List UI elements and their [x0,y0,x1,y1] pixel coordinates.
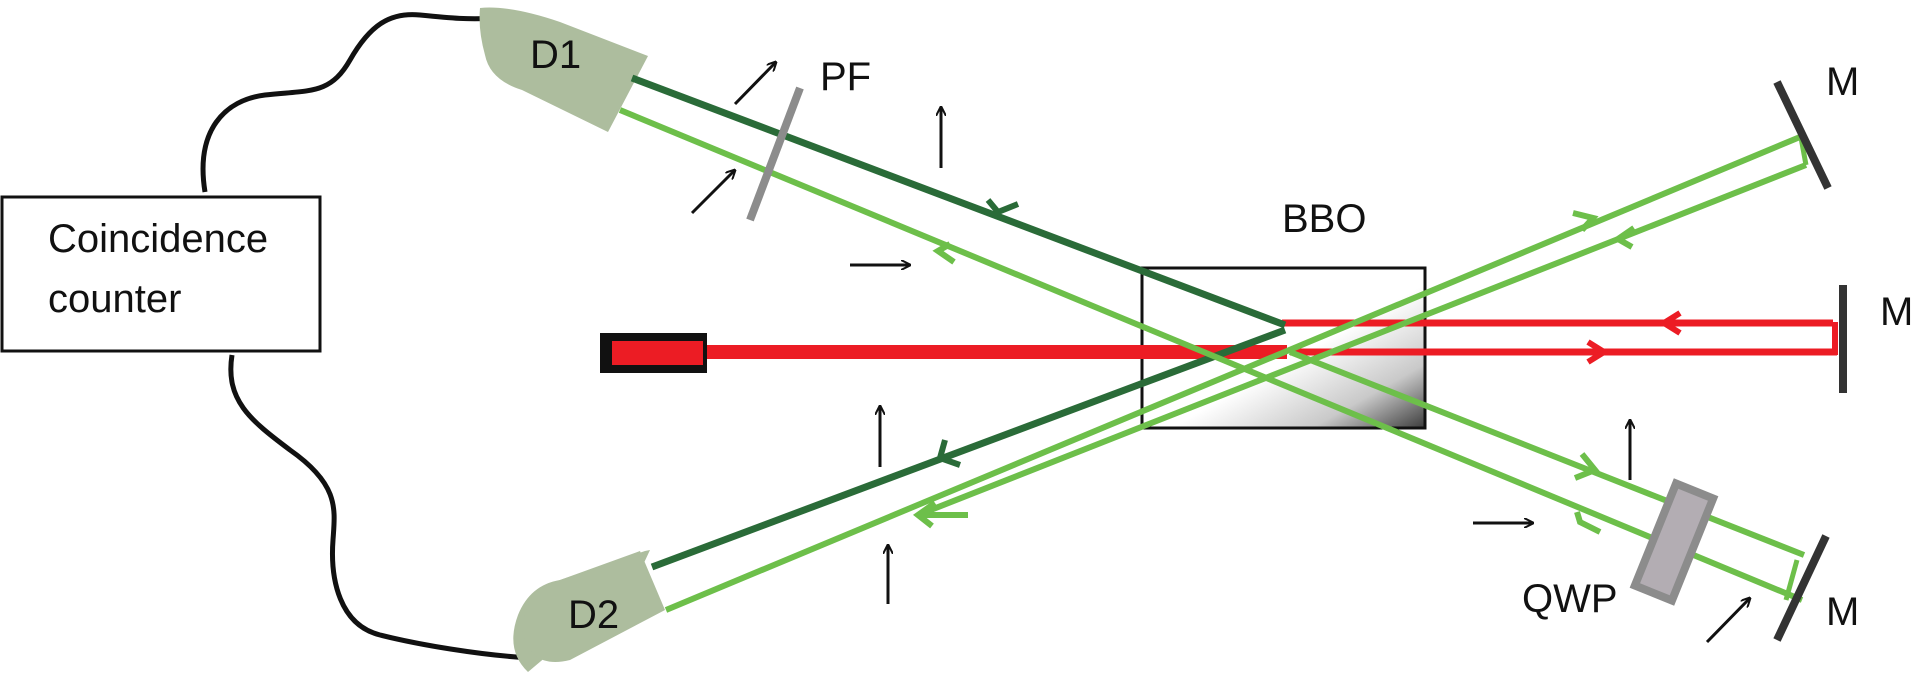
mirror-bottom-label: M [1826,590,1859,634]
coincidence-counter: Coincidence counter [0,195,322,353]
detector-d1: D1 [479,7,648,132]
mirror-middle-label: M [1880,290,1913,334]
pump-laser [600,333,707,373]
polarizing-filter: PF [746,55,871,222]
signal-beams-light [618,107,1809,613]
mirror-bottom: M [1773,534,1859,642]
arrow-icon [1705,598,1750,644]
mirror-middle: M [1839,285,1913,393]
cable-to-d1 [200,12,496,193]
arrow-icon [690,170,735,215]
counter-label-line2: counter [48,277,181,321]
detector-d2: D2 [513,550,665,672]
pump-beam [707,310,1838,365]
qwp-label: QWP [1522,577,1618,621]
counter-label-line1: Coincidence [48,217,268,261]
idler-beams-dark [630,74,1287,571]
bbo-label: BBO [1282,197,1366,241]
cable-to-d2 [228,354,531,661]
pf-label: PF [820,55,871,99]
mirror-top-label: M [1826,60,1859,104]
mirror-top: M [1773,60,1859,190]
detector-d1-label: D1 [530,33,581,77]
quarter-wave-plate: QWP [1522,478,1719,621]
detector-d2-label: D2 [568,593,619,637]
polarization-arrows [690,62,1750,644]
arrow-icon [733,62,776,106]
